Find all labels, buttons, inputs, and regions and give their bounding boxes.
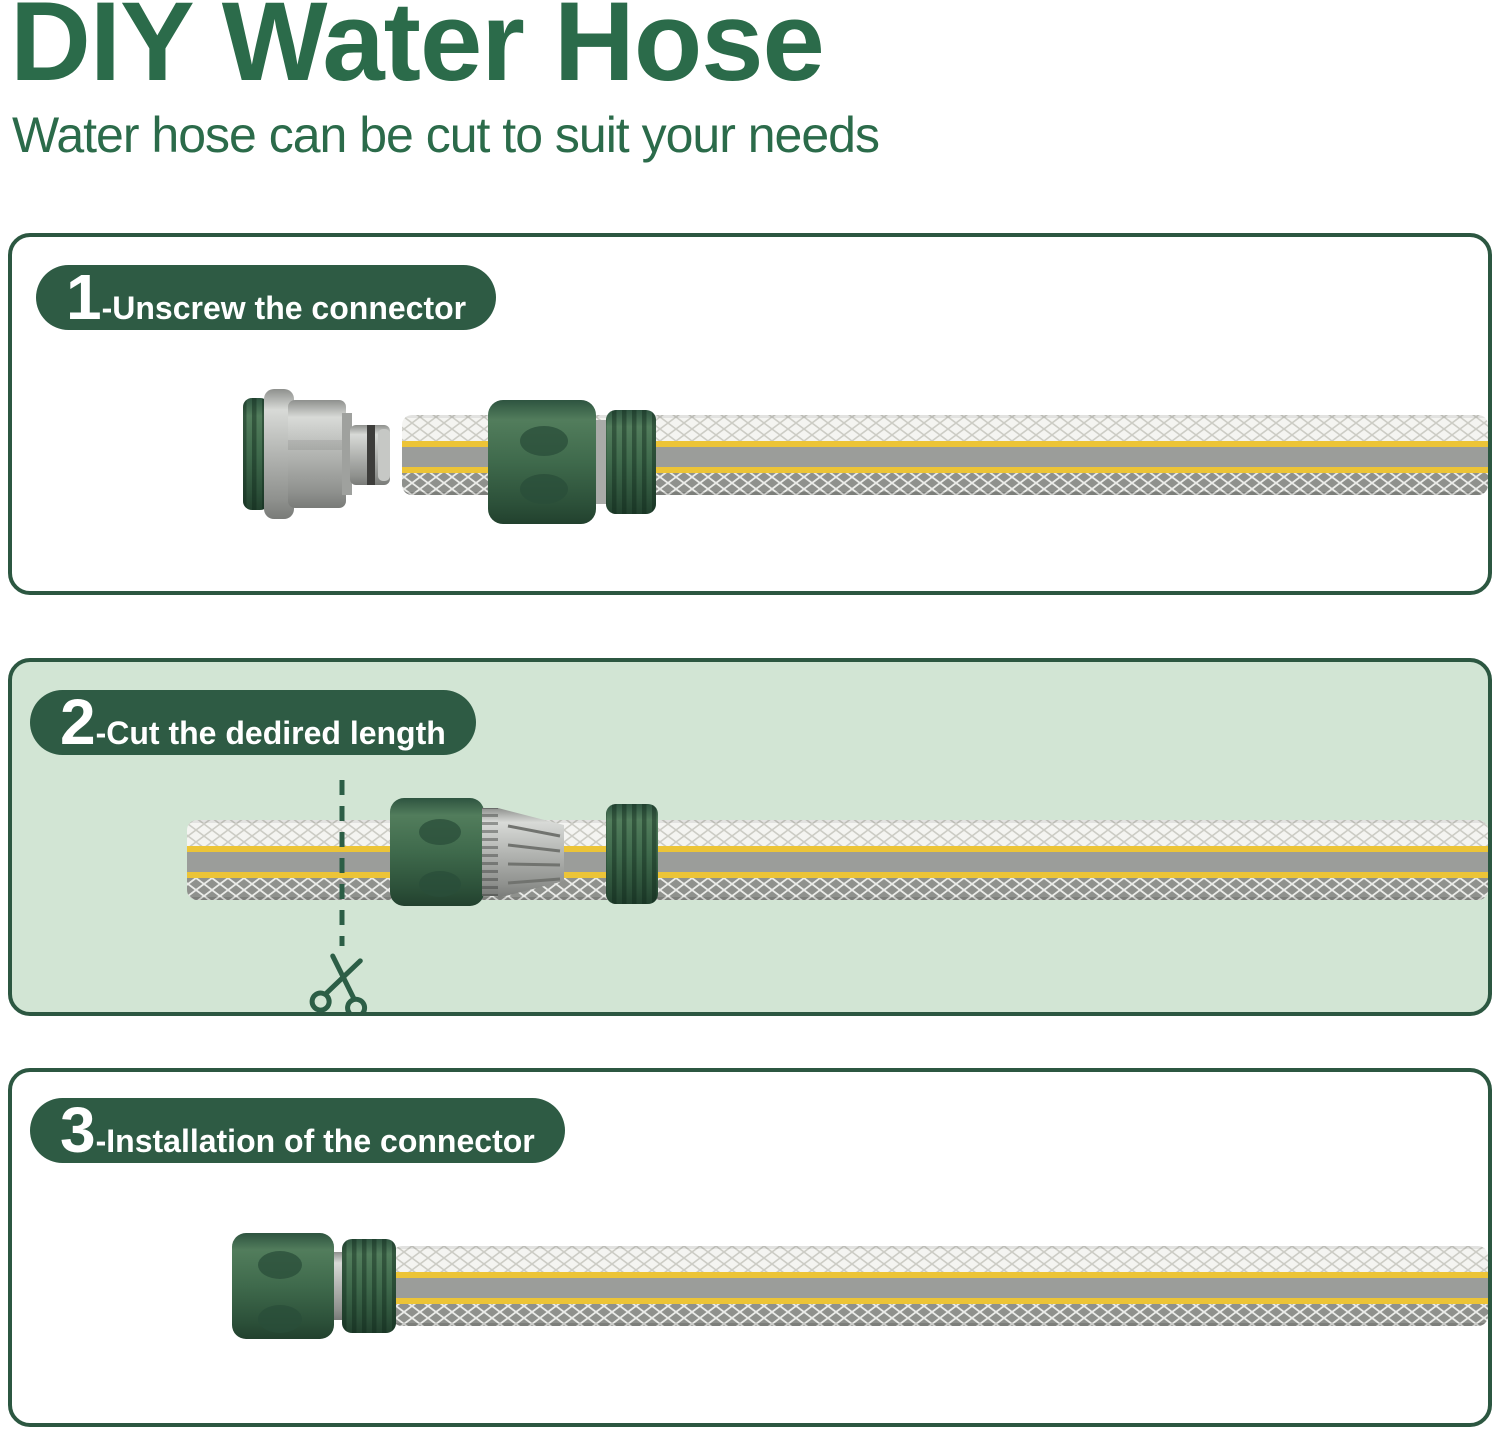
step-1-illustration xyxy=(243,389,1488,524)
scissors-icon xyxy=(309,953,368,1012)
garden-hose xyxy=(402,415,1488,495)
garden-hose xyxy=(187,820,1488,900)
quick-connector-installed xyxy=(232,1233,396,1339)
garden-hose xyxy=(392,1246,1488,1326)
step-1-number: 1 xyxy=(66,261,102,333)
page-subtitle: Water hose can be cut to suit your needs xyxy=(12,107,880,163)
step-3-number: 3 xyxy=(60,1094,96,1166)
step-1-panel: 1-Unscrew the connector xyxy=(8,233,1492,595)
step-1-label: -Unscrew the connector xyxy=(101,290,467,326)
tap-connector xyxy=(243,389,390,519)
step-2-panel: 2-Cut the dedired length xyxy=(8,658,1492,1016)
step-1-badge: 1-Unscrew the connector xyxy=(36,261,497,333)
step-2-badge: 2-Cut the dedired length xyxy=(30,690,476,755)
quick-connector-disassembled xyxy=(390,798,658,906)
step-3-badge: 3-Installation of the connector xyxy=(30,1098,565,1163)
step-2-number: 2 xyxy=(60,686,96,758)
page-title: DIY Water Hose xyxy=(10,0,825,104)
step-2-label: -Cut the dedired length xyxy=(95,715,446,751)
step-3-panel: 3-Installation of the connector xyxy=(8,1068,1492,1427)
quick-connector xyxy=(488,400,656,524)
step-2-illustration xyxy=(187,780,1488,1012)
step-3-illustration xyxy=(232,1233,1488,1339)
header: DIY Water Hose xyxy=(10,0,825,104)
step-3-label: -Installation of the connector xyxy=(95,1123,535,1159)
